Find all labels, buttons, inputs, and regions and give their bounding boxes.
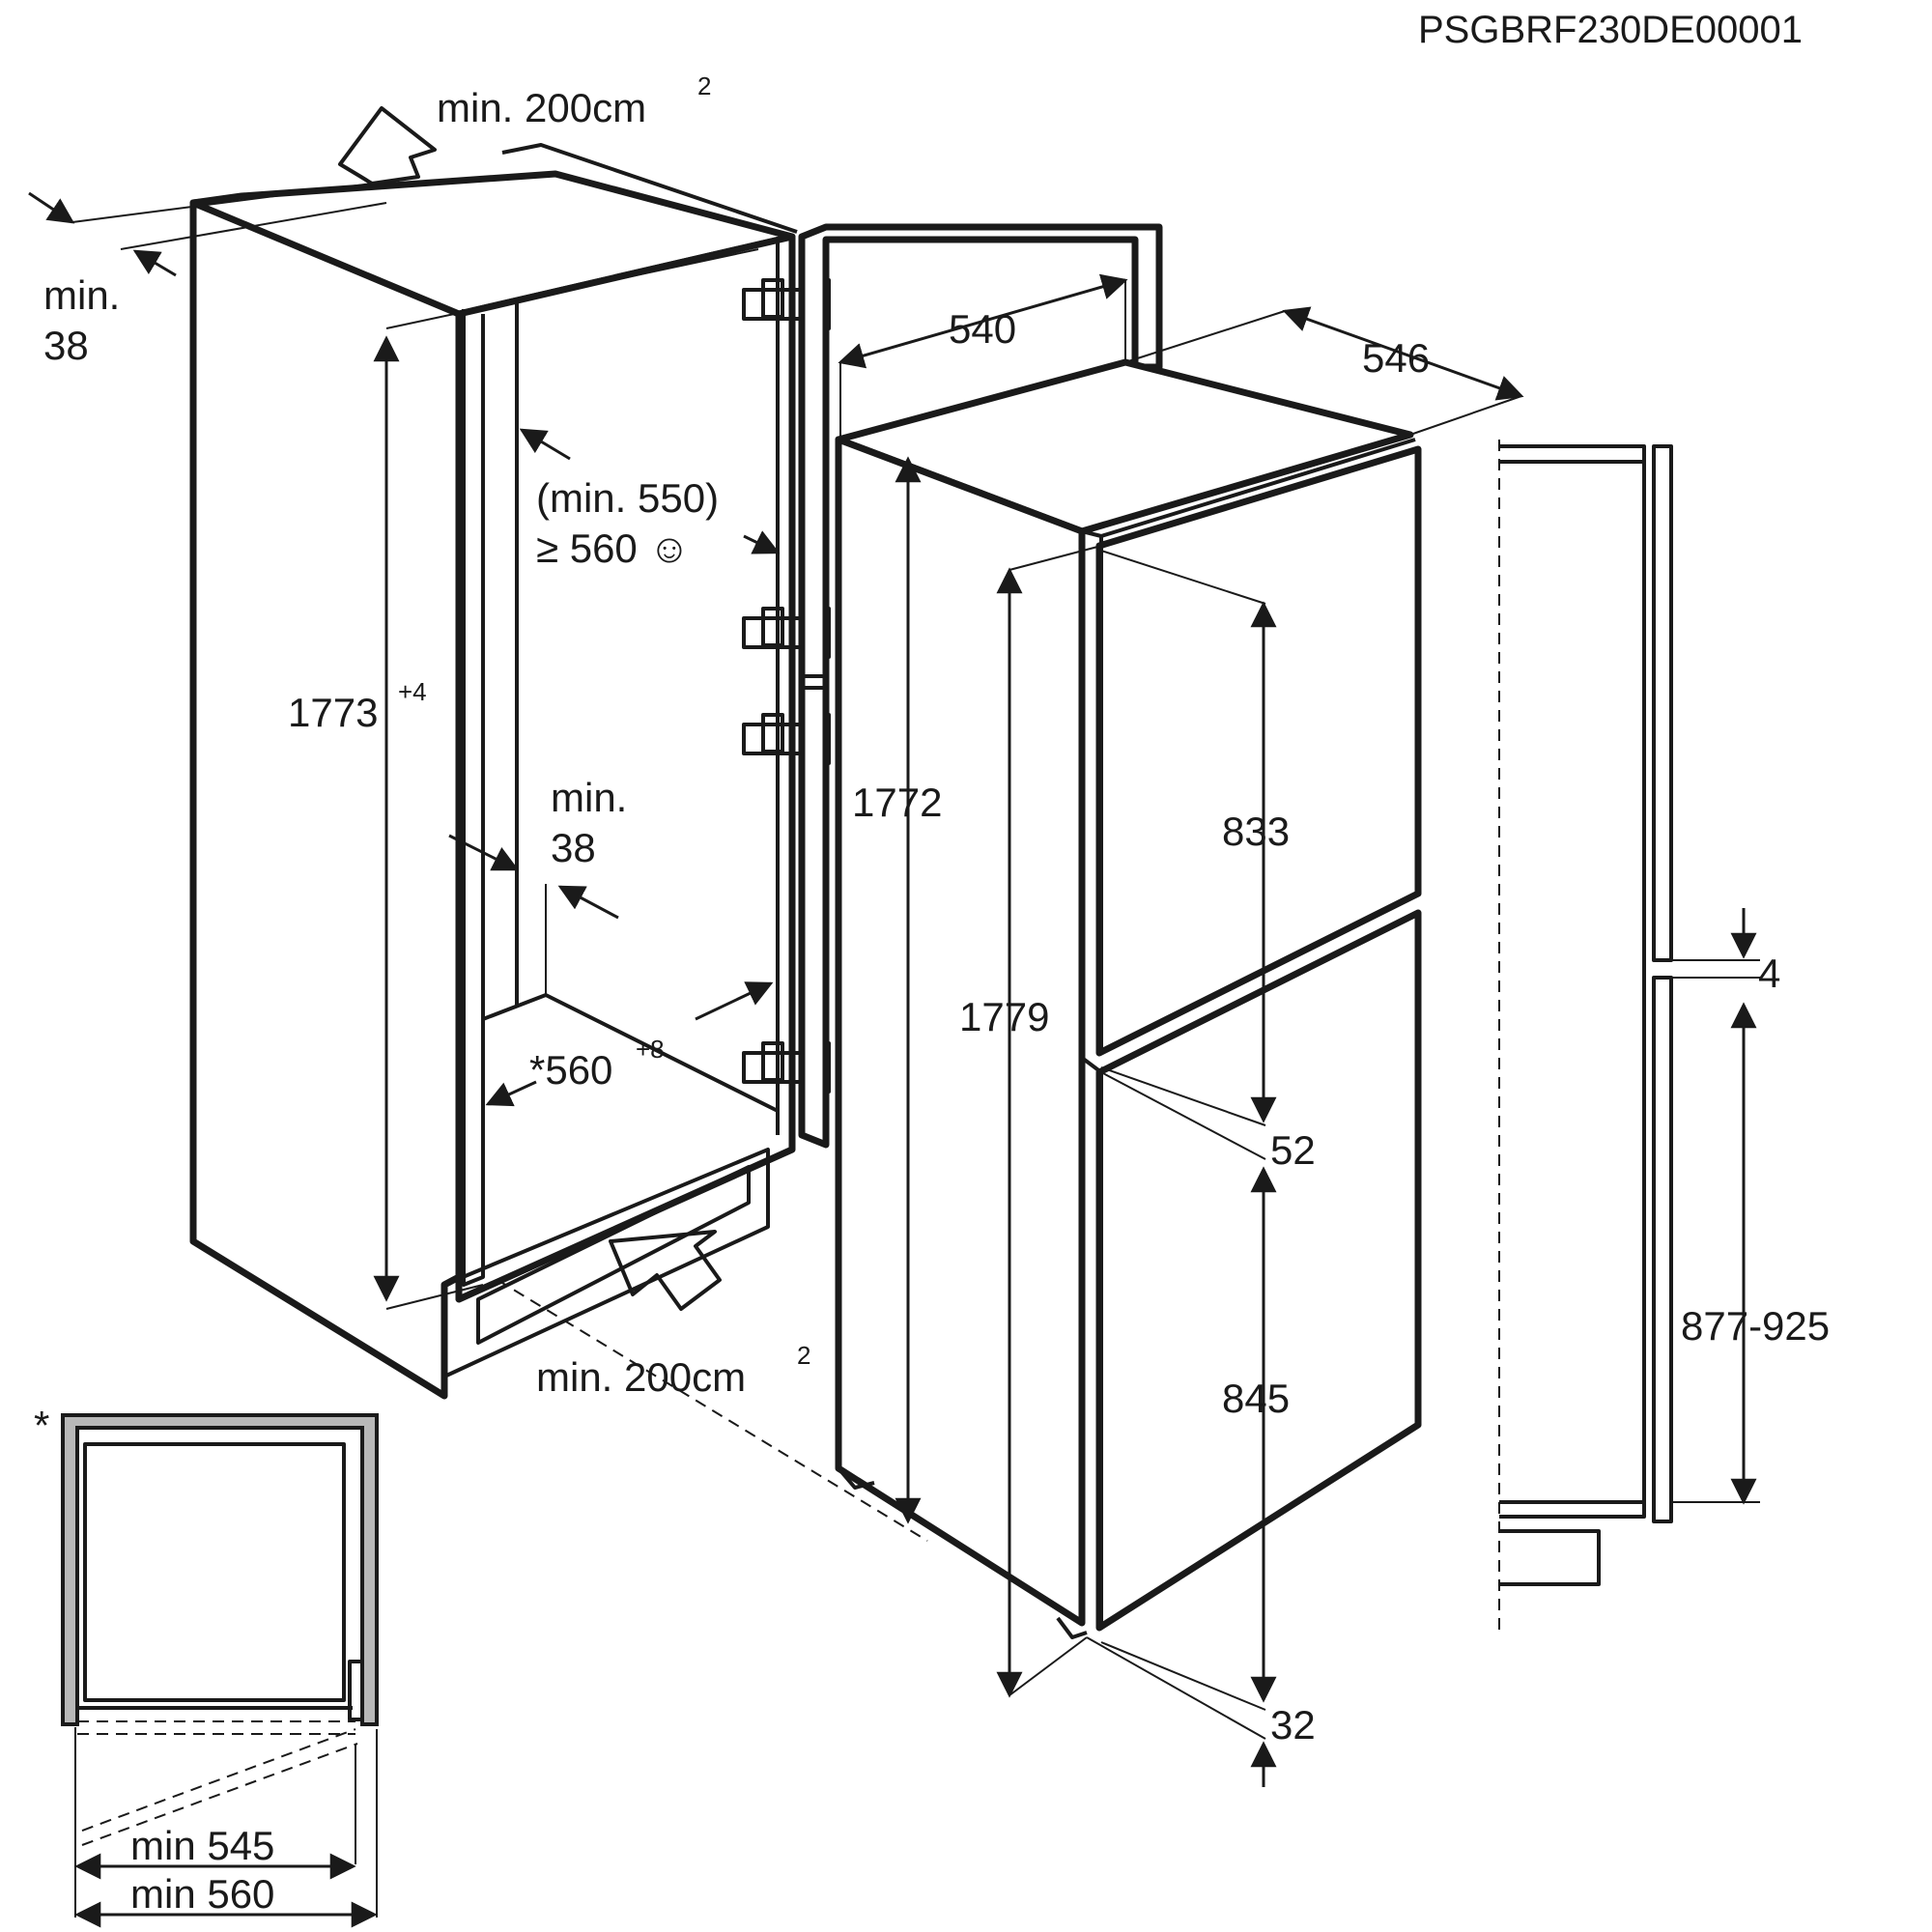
niche-cabinet — [71, 143, 798, 1400]
door-gap-label: 52 — [1270, 1127, 1316, 1173]
side-profile — [1498, 440, 1760, 1633]
appliance — [835, 280, 1522, 1740]
vent-top-sup: 2 — [697, 71, 711, 100]
side-gap-label-line2: 38 — [551, 825, 596, 870]
cabinet-door-panel — [798, 223, 1163, 1149]
vent-up-arrow-icon — [338, 106, 437, 185]
panel-range-label: 877-925 — [1681, 1303, 1830, 1349]
width-label: 540 — [949, 306, 1016, 352]
niche-depth-min-label: (min. 550) — [536, 475, 719, 521]
upper-door-label: 833 — [1222, 809, 1290, 854]
vent-bottom-label: min. 200cm — [536, 1354, 746, 1400]
top-gap-label-line1: min. — [43, 272, 120, 318]
min-545-label: min 545 — [130, 1823, 274, 1868]
niche-width-label: *560 — [529, 1047, 612, 1093]
niche-height-sup: +4 — [398, 677, 427, 706]
floor-guide-line — [497, 1279, 928, 1542]
niche-depth-label: ≥ 560 ☺ — [536, 526, 690, 571]
niche-width-sup: +8 — [636, 1035, 665, 1064]
niche-height-label: 1773 — [288, 690, 378, 735]
vent-bottom-sup: 2 — [797, 1341, 810, 1370]
depth-label: 546 — [1362, 335, 1430, 381]
asterisk-note: * — [34, 1403, 49, 1448]
body-height-label: 1772 — [852, 780, 942, 825]
bottom-gap-label: 32 — [1270, 1702, 1316, 1747]
side-gap-label-line1: min. — [551, 775, 627, 820]
vent-top-label: min. 200cm — [437, 85, 646, 130]
total-height-label: 1779 — [959, 994, 1049, 1039]
panel-gap-label: 4 — [1758, 951, 1780, 996]
vent-in-arrow-icon — [609, 1230, 722, 1311]
min-560-label: min 560 — [130, 1871, 274, 1917]
top-gap-label-line2: 38 — [43, 323, 89, 368]
lower-door-label: 845 — [1222, 1376, 1290, 1421]
document-code: PSGBRF230DE00001 — [1418, 9, 1803, 51]
top-view — [61, 1413, 379, 1918]
